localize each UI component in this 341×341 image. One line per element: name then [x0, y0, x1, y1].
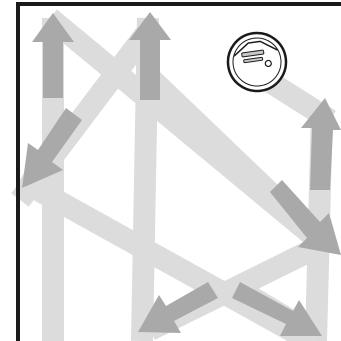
room-walls	[18, 4, 341, 341]
room-wall	[18, 4, 341, 341]
direction-arrows	[22, 12, 341, 336]
